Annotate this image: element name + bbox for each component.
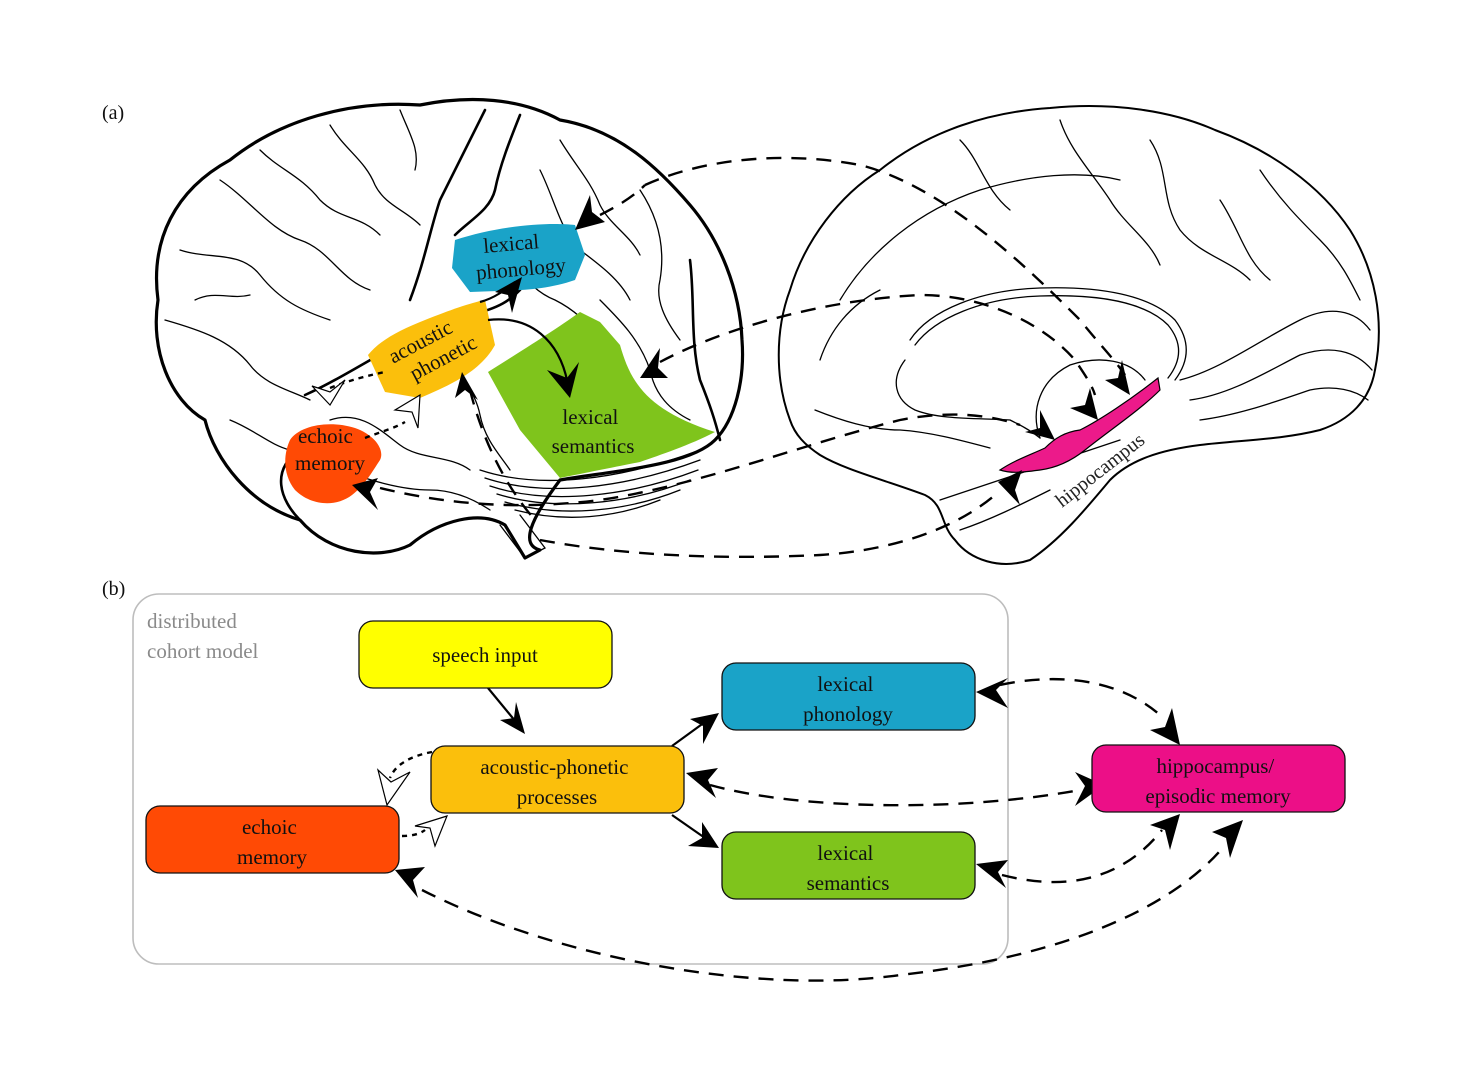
arrowhead-to-phonology xyxy=(690,713,719,744)
hippocampus-region xyxy=(998,376,1161,473)
node-acoustic-phonetic-label: acoustic-phonetic processes xyxy=(480,755,633,809)
arrowhead-echoic-to-hippo xyxy=(1212,820,1243,858)
edge-acoustic-to-echoic xyxy=(388,750,433,779)
open-arrowhead-acoustic-to-echoic xyxy=(376,768,411,807)
node-echoic-memory-box xyxy=(145,805,400,874)
node-echoic-memory: echoic memory xyxy=(145,805,400,874)
node-speech-input-box xyxy=(358,620,613,689)
arrowhead-to-lexical-semantics-lateral xyxy=(640,348,668,378)
node-lexical-phonology: lexical phonology xyxy=(721,662,976,731)
node-hippocampus-label: hippocampus/ episodic memory xyxy=(1145,754,1291,808)
open-arrowhead-to-echoic xyxy=(311,379,346,406)
node-speech-input: speech input xyxy=(358,620,613,689)
hippo-arrowhead-2 xyxy=(1070,388,1098,420)
region-echoic-memory xyxy=(285,424,382,504)
hippo-arrowhead-3 xyxy=(1025,410,1055,440)
edge-echoic-hippocampus xyxy=(421,844,1226,982)
node-speech-input-label: speech input xyxy=(432,643,538,667)
arrowhead-to-lexical-semantics xyxy=(547,362,579,398)
arrowhead-hippo-to-echoic xyxy=(395,867,425,898)
hippo-arrowhead-1 xyxy=(1105,360,1130,395)
edge-speech-to-acoustic xyxy=(487,687,517,723)
node-hippocampus-episodic-memory: hippocampus/ episodic memory xyxy=(1091,744,1346,813)
medial-brain: hippocampus xyxy=(777,105,1380,565)
panel-a-label: (a) xyxy=(102,102,124,124)
region-lexical-phonology xyxy=(452,223,585,292)
arrowhead-hippo-to-semantics xyxy=(976,860,1008,888)
arrowhead-to-lexical-phonology xyxy=(495,277,522,313)
arrowhead-speech-to-acoustic xyxy=(500,702,525,734)
open-arrowhead-to-acoustic xyxy=(393,393,421,429)
region-lexical-semantics-label: lexical semantics xyxy=(552,405,635,458)
arrowhead-to-acoustic-lateral xyxy=(455,372,478,400)
node-acoustic-phonetic-box xyxy=(430,745,685,814)
edge-acoustic-to-phonology xyxy=(671,721,706,747)
arrowhead-acoustic-to-hippo xyxy=(1075,772,1104,806)
node-lexical-semantics: lexical semantics xyxy=(721,831,976,900)
arrowhead-phonology-to-hippo xyxy=(1150,708,1180,745)
lateral-brain: lexical phonology acoustic phonetic lexi… xyxy=(154,97,745,560)
panel-a-connections xyxy=(352,156,1126,559)
node-lexical-phonology-box xyxy=(721,662,976,731)
node-hippocampus-box xyxy=(1091,744,1346,813)
edge-acoustic-to-semantics xyxy=(671,814,706,839)
hippo-arrowhead-4 xyxy=(998,470,1022,505)
distributed-cohort-model-frame xyxy=(132,593,1009,965)
node-lexical-phonology-label: lexical phonology xyxy=(803,672,893,726)
arrowhead-to-lexical-phonology-lateral xyxy=(575,195,605,230)
panel-b-edges xyxy=(376,677,1243,982)
panel-b-label: (b) xyxy=(102,578,125,600)
model-title: distributed cohort model xyxy=(147,609,259,663)
arrowhead-to-semantics xyxy=(688,822,719,848)
arrowhead-to-echoic-lateral xyxy=(352,478,378,510)
node-lexical-semantics-label: lexical semantics xyxy=(807,841,890,895)
medial-brain-outline xyxy=(777,105,1380,565)
open-arrowhead-echoic-to-acoustic xyxy=(414,815,449,848)
arrowhead-hippo-to-phonology xyxy=(976,678,1008,708)
arrowhead-hippo-to-acoustic xyxy=(686,768,718,798)
region-lexical-semantics xyxy=(488,312,715,478)
node-acoustic-phonetic-processes: acoustic-phonetic processes xyxy=(430,745,685,814)
edge-acoustic-hippocampus xyxy=(709,783,1081,807)
medial-gyri xyxy=(814,119,1373,531)
region-acoustic-phonetic xyxy=(368,300,495,398)
edge-phonology-hippocampus xyxy=(999,677,1161,716)
node-lexical-semantics-box xyxy=(721,831,976,900)
arrowhead-semantics-to-hippo xyxy=(1150,814,1180,850)
region-echoic-memory-label: echoic memory xyxy=(295,424,365,475)
lateral-internal-arrows xyxy=(311,277,579,440)
edge-echoic-to-acoustic xyxy=(401,829,426,838)
edge-semantics-hippocampus xyxy=(1001,829,1163,884)
node-echoic-memory-label: echoic memory xyxy=(237,815,307,869)
